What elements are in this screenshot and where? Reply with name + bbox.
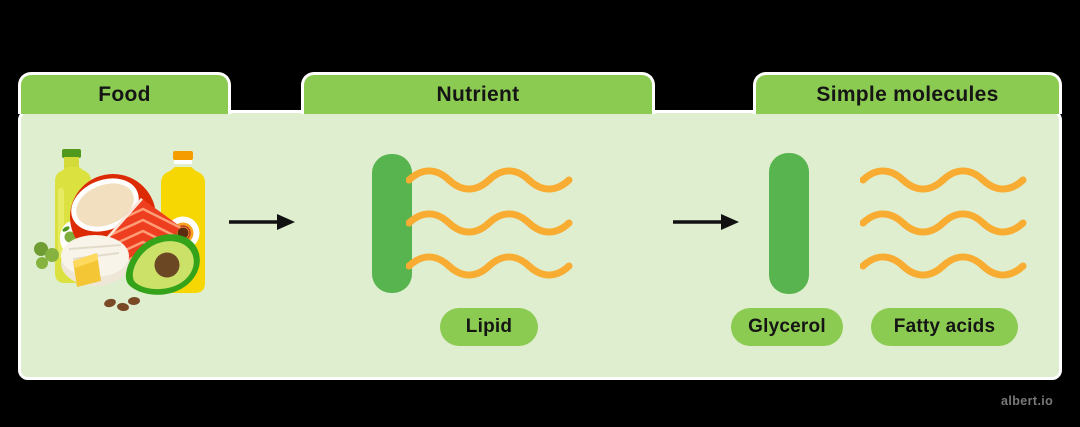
tab-nutrient: Nutrient xyxy=(301,72,655,114)
cheese-wheel-icon xyxy=(61,235,129,287)
tab-nutrient-label: Nutrient xyxy=(436,82,520,106)
tab-food-label: Food xyxy=(98,82,151,106)
tab-simple-molecules: Simple molecules xyxy=(753,72,1062,114)
arrow-right-icon xyxy=(229,214,295,230)
fatty-acids-label: Fatty acids xyxy=(871,308,1018,346)
tab-simple-molecules-label: Simple molecules xyxy=(816,82,999,106)
arrow-right-icon xyxy=(673,214,739,230)
tab-food: Food xyxy=(18,72,231,114)
lipid-label-text: Lipid xyxy=(465,316,513,337)
watermark: albert.io xyxy=(1001,394,1054,408)
olives-icon xyxy=(34,242,59,269)
lipid-glycerol-backbone-icon xyxy=(372,154,412,293)
lipid-fatty-acid-chains-icon xyxy=(406,167,573,279)
avocado-icon xyxy=(125,234,200,295)
food-illustration xyxy=(34,149,205,312)
glycerol-bar-icon xyxy=(769,153,809,294)
glycerol-label: Glycerol xyxy=(731,308,843,346)
fatty-acid-wave-icon xyxy=(860,167,1027,279)
seeds-icon xyxy=(104,296,140,312)
fatty-acids-label-text: Fatty acids xyxy=(893,316,996,337)
lipid-label: Lipid xyxy=(440,308,538,346)
glycerol-label-text: Glycerol xyxy=(748,316,826,337)
